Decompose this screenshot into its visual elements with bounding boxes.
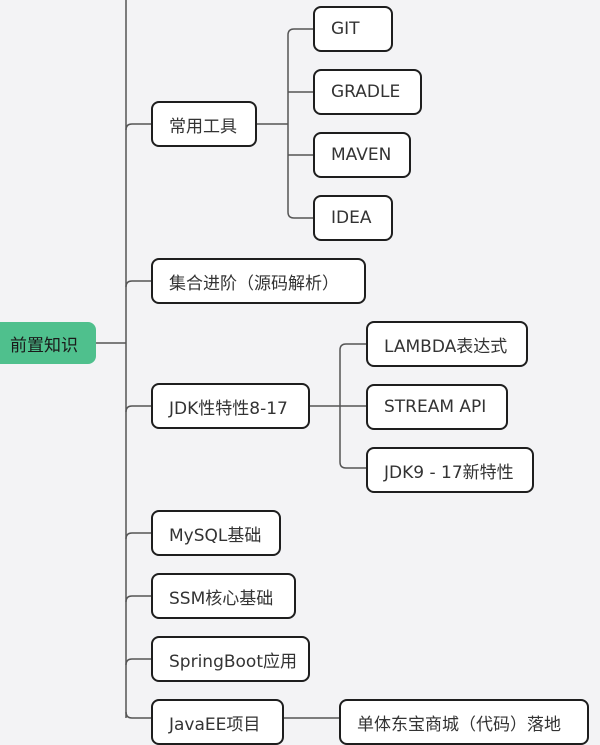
child-node-gradle[interactable]: GRADLE (313, 69, 422, 115)
branch-node-jdk[interactable]: JDK性特性8-17 (151, 383, 310, 429)
node-label: 单体东宝商城（代码）落地 (357, 714, 561, 735)
node-label: STREAM API (384, 397, 487, 417)
node-label: SSM核心基础 (169, 588, 274, 609)
branch-node-mysql[interactable]: MySQL基础 (151, 510, 281, 556)
root-node[interactable]: 前置知识 (0, 322, 96, 364)
node-label: JavaEE项目 (169, 714, 261, 735)
node-label: SpringBoot应用 (169, 651, 297, 672)
node-label: MAVEN (331, 145, 392, 165)
child-node-git[interactable]: GIT (313, 6, 393, 52)
child-node-stream-api[interactable]: STREAM API (366, 384, 508, 430)
node-label: JDK9 - 17新特性 (384, 462, 514, 483)
node-label: IDEA (331, 208, 372, 228)
child-node-idea[interactable]: IDEA (313, 195, 393, 241)
branch-node-springboot[interactable]: SpringBoot应用 (151, 636, 310, 682)
node-label: MySQL基础 (169, 525, 262, 546)
node-label: 集合进阶（源码解析） (169, 273, 339, 294)
node-label: LAMBDA表达式 (384, 336, 508, 357)
node-label: GRADLE (331, 82, 401, 102)
child-node-maven[interactable]: MAVEN (313, 132, 411, 178)
child-node-lambda[interactable]: LAMBDA表达式 (366, 321, 528, 367)
branch-node-tools[interactable]: 常用工具 (151, 101, 257, 147)
branch-node-ssm[interactable]: SSM核心基础 (151, 573, 296, 619)
root-node-label: 前置知识 (10, 335, 78, 356)
node-label: JDK性特性8-17 (169, 398, 288, 419)
branch-node-javaee[interactable]: JavaEE项目 (151, 699, 284, 745)
child-node-mall-project[interactable]: 单体东宝商城（代码）落地 (339, 699, 589, 745)
node-label: 常用工具 (169, 116, 237, 137)
child-node-jdk9-17[interactable]: JDK9 - 17新特性 (366, 447, 534, 493)
branch-node-collections[interactable]: 集合进阶（源码解析） (151, 258, 366, 304)
node-label: GIT (331, 19, 360, 39)
